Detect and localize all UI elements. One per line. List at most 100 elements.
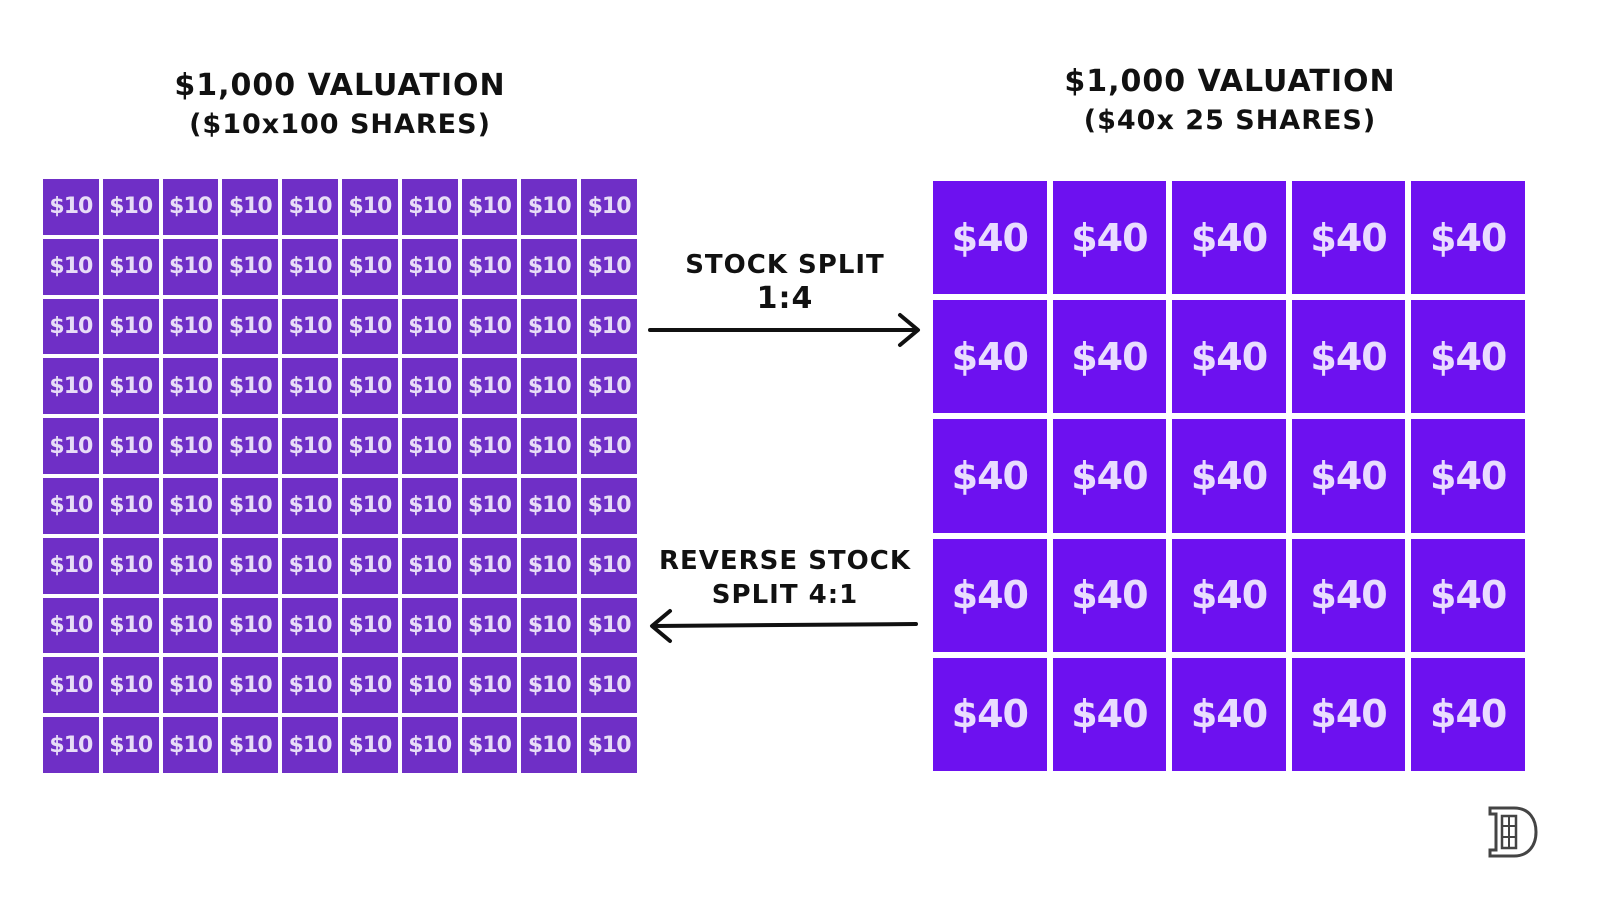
ten-dollar-share: $10 (341, 657, 398, 714)
forty-dollar-share: $40 (933, 181, 1047, 295)
forty-dollar-share: $40 (1411, 419, 1525, 533)
left-valuation-heading: $1,000 VALUATION (174, 68, 506, 103)
stock-split-label: STOCK SPLIT 1:4 (660, 248, 910, 316)
ten-dollar-share: $10 (222, 238, 279, 295)
ten-dollar-share: $10 (162, 179, 219, 235)
ten-dollar-share: $10 (162, 358, 219, 415)
ten-dollar-share: $10 (461, 597, 518, 654)
ten-dollar-share: $10 (581, 358, 637, 415)
ten-dollar-share: $10 (341, 477, 398, 534)
ten-dollar-share: $10 (581, 537, 637, 594)
ten-dollar-share: $10 (521, 238, 578, 295)
forty-dollar-share: $40 (1172, 300, 1286, 414)
ten-dollar-share: $10 (282, 477, 338, 534)
stock-split-ratio: 1:4 (756, 281, 814, 316)
ten-dollar-share: $10 (521, 657, 578, 714)
ten-dollar-share: $10 (102, 477, 159, 534)
ten-dollar-share: $10 (222, 358, 279, 415)
ten-dollar-share: $10 (282, 358, 338, 415)
ten-dollar-share: $10 (43, 537, 99, 594)
right-shares-breakdown: ($40x 25 SHARES) (1083, 105, 1377, 136)
ten-dollar-share: $10 (102, 657, 159, 714)
ten-dollar-share: $10 (282, 238, 338, 295)
ten-dollar-share: $10 (282, 298, 338, 355)
ten-dollar-share: $10 (341, 298, 398, 355)
ten-dollar-share: $10 (401, 537, 458, 594)
ten-dollar-share: $10 (162, 537, 219, 594)
ten-dollar-share: $10 (581, 477, 637, 534)
ten-dollar-share: $10 (282, 657, 338, 714)
forty-dollar-share: $40 (1411, 657, 1525, 771)
ten-dollar-share: $10 (43, 657, 99, 714)
ten-dollar-share: $10 (521, 717, 578, 773)
ten-dollar-share: $10 (401, 238, 458, 295)
forty-dollar-share: $40 (933, 657, 1047, 771)
ten-dollar-share: $10 (341, 358, 398, 415)
ten-dollar-share: $10 (282, 717, 338, 773)
ten-dollar-share: $10 (43, 418, 99, 474)
ten-dollar-share: $10 (102, 358, 159, 415)
ten-dollar-share: $10 (461, 298, 518, 355)
ten-dollar-share: $10 (521, 477, 578, 534)
ten-dollar-share: $10 (102, 597, 159, 654)
forty-dollar-share: $40 (1172, 181, 1286, 295)
ten-dollar-share: $10 (102, 537, 159, 594)
ten-dollar-share: $10 (43, 477, 99, 534)
ten-dollar-share: $10 (581, 179, 637, 235)
ten-dollar-share: $10 (401, 298, 458, 355)
ten-dollar-share: $10 (401, 477, 458, 534)
forty-dollar-share: $40 (933, 419, 1047, 533)
ten-dollar-share: $10 (581, 597, 637, 654)
ten-dollar-share: $10 (581, 717, 637, 773)
ten-dollar-share: $10 (102, 418, 159, 474)
ten-dollar-share: $10 (461, 358, 518, 415)
forty-dollar-share: $40 (1291, 657, 1406, 771)
ten-dollar-share: $10 (162, 418, 219, 474)
ten-dollar-share: $10 (401, 418, 458, 474)
reverse-split-text: REVERSE STOCK (658, 546, 911, 576)
ten-dollar-share: $10 (222, 298, 279, 355)
left-arrow-icon (650, 609, 918, 643)
ten-dollar-share: $10 (222, 179, 279, 235)
ten-dollar-share-grid: $10$10$10$10$10$10$10$10$10$10$10$10$10$… (43, 179, 637, 773)
ten-dollar-share: $10 (43, 179, 99, 235)
ten-dollar-share: $10 (341, 597, 398, 654)
ten-dollar-share: $10 (43, 358, 99, 415)
forty-dollar-share: $40 (1052, 181, 1167, 295)
ten-dollar-share: $10 (581, 298, 637, 355)
ten-dollar-share: $10 (461, 418, 518, 474)
ten-dollar-share: $10 (461, 657, 518, 714)
forty-dollar-share-grid: $40$40$40$40$40$40$40$40$40$40$40$40$40$… (933, 181, 1525, 771)
forty-dollar-share: $40 (1172, 538, 1286, 652)
ten-dollar-share: $10 (162, 597, 219, 654)
ten-dollar-share: $10 (282, 537, 338, 594)
ten-dollar-share: $10 (521, 358, 578, 415)
ten-dollar-share: $10 (461, 717, 518, 773)
ten-dollar-share: $10 (162, 238, 219, 295)
ten-dollar-share: $10 (521, 179, 578, 235)
left-shares-breakdown: ($10x100 SHARES) (189, 109, 491, 140)
forty-dollar-share: $40 (1172, 419, 1286, 533)
ten-dollar-share: $10 (162, 298, 219, 355)
ten-dollar-share: $10 (222, 657, 279, 714)
ten-dollar-share: $10 (102, 179, 159, 235)
forty-dollar-share: $40 (1291, 538, 1406, 652)
forty-dollar-share: $40 (1052, 419, 1167, 533)
ten-dollar-share: $10 (102, 717, 159, 773)
ten-dollar-share: $10 (43, 597, 99, 654)
ten-dollar-share: $10 (401, 597, 458, 654)
ten-dollar-share: $10 (102, 298, 159, 355)
right-valuation-title: $1,000 VALUATION ($40x 25 SHARES) (930, 62, 1530, 140)
forty-dollar-share: $40 (1052, 657, 1167, 771)
forty-dollar-share: $40 (1291, 419, 1406, 533)
ten-dollar-share: $10 (461, 537, 518, 594)
ten-dollar-share: $10 (43, 238, 99, 295)
ten-dollar-share: $10 (222, 597, 279, 654)
forty-dollar-share: $40 (1411, 538, 1525, 652)
forty-dollar-share: $40 (1411, 181, 1525, 295)
forty-dollar-share: $40 (1052, 538, 1167, 652)
ten-dollar-share: $10 (341, 717, 398, 773)
ten-dollar-share: $10 (521, 298, 578, 355)
publisher-logo-icon (1488, 806, 1538, 858)
ten-dollar-share: $10 (162, 717, 219, 773)
